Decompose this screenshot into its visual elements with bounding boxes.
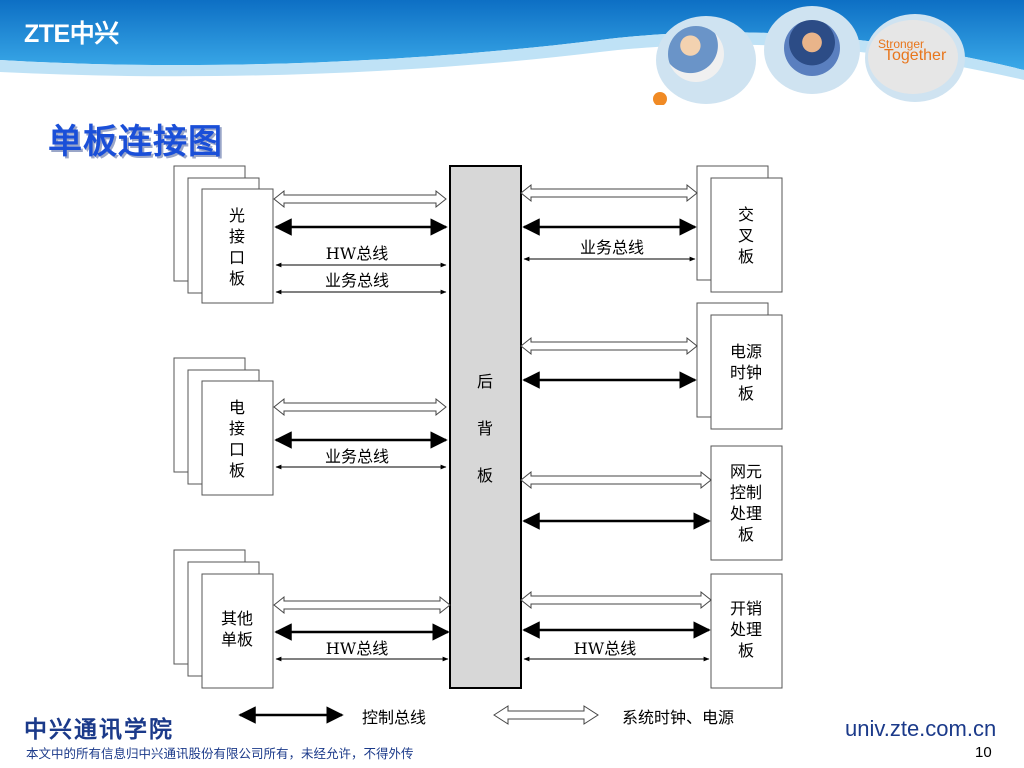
backplane-label-1: 后 (477, 372, 493, 391)
legend-control-bus-label: 控制总线 (362, 708, 427, 727)
board-label: 接 (229, 419, 245, 438)
board-label: 交 (738, 205, 754, 224)
header-banner: ZTE中兴 Stronger Together (0, 0, 1024, 105)
slogan-line-1: Stronger (878, 37, 925, 51)
board-label: 处理 (730, 504, 762, 523)
page-title: 单板连接图 (48, 122, 223, 162)
board-label: 口 (229, 248, 245, 267)
clock-power-links (273, 183, 712, 615)
right-board-power-clock: 电源 时钟 板 (696, 302, 783, 430)
board-label: 电 (229, 398, 245, 417)
footer-copyright-note: 本文中的所有信息归中兴通讯股份有限公司所有，未经允许，不得外传 (26, 746, 414, 761)
header-background (0, 0, 1024, 105)
slogan: Stronger Together (878, 37, 947, 64)
board-label: 其他 (221, 609, 253, 628)
page-number: 10 (975, 744, 992, 761)
bus-label-service: 业务总线 (325, 447, 389, 466)
bus-label-hw: HW总线 (574, 639, 636, 658)
left-board-electrical: 电 接 口 板 (173, 357, 274, 496)
legend-clock-power-label: 系统时钟、电源 (622, 708, 735, 727)
board-label: 网元 (730, 462, 762, 481)
control-bus-links (274, 218, 711, 641)
footer-brand: 中兴通讯学院 (24, 716, 174, 743)
backplane: 后 背 板 (449, 165, 522, 689)
board-label: 板 (738, 384, 754, 403)
people-photo-2 (784, 20, 840, 76)
right-board-ne-control: 网元 控制 处理 板 (710, 445, 783, 561)
board-label: 口 (229, 440, 245, 459)
bus-label-hw: HW总线 (326, 244, 388, 263)
slogan-line-2: Together (884, 47, 947, 64)
zte-logo: ZTE中兴 (24, 20, 119, 48)
board-label: 控制 (730, 483, 762, 502)
people-photo-1 (668, 26, 724, 82)
board-label: 电源 (730, 342, 762, 361)
left-board-other: 其他 单板 (173, 549, 274, 689)
data-bus-links (275, 256, 710, 662)
left-board-optical: 光 接 口 板 (173, 165, 274, 304)
board-label: 板 (229, 269, 245, 288)
bus-label-service: 业务总线 (580, 238, 644, 257)
slogan-circle (868, 20, 958, 94)
bus-label-hw: HW总线 (326, 639, 388, 658)
backplane-label-3: 板 (477, 466, 493, 485)
board-label: 处理 (730, 620, 762, 639)
backplane-label-2: 背 (477, 419, 493, 438)
board-label: 板 (229, 461, 245, 480)
board-label: 单板 (221, 630, 253, 649)
board-label: 接 (229, 227, 245, 246)
board-label: 叉 (738, 226, 754, 245)
board-label: 光 (229, 206, 245, 225)
board-label: 板 (738, 247, 754, 266)
legend-clock-power-arrow (493, 705, 599, 725)
footer-url[interactable]: univ.zte.com.cn (845, 716, 997, 741)
board-label: 板 (738, 641, 754, 660)
right-board-cross: 交 叉 板 (696, 165, 783, 293)
bus-label-service: 业务总线 (325, 271, 389, 290)
board-label: 开销 (730, 599, 762, 618)
right-board-overhead: 开销 处理 板 (710, 573, 783, 689)
board-label: 时钟 (730, 363, 762, 382)
board-label: 板 (738, 525, 754, 544)
legend (238, 705, 599, 725)
